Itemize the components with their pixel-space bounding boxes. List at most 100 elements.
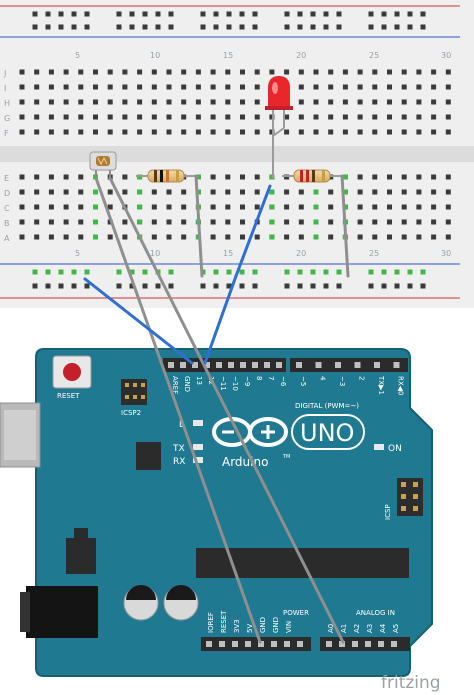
breadboard-hole [357, 174, 363, 180]
breadboard-hole [387, 69, 392, 75]
icsp-pins [401, 482, 418, 511]
breadboard-hole [107, 114, 113, 120]
breadboard-hole [107, 99, 113, 105]
connected-hole [93, 234, 98, 240]
breadboard-hole [445, 69, 451, 75]
led-on [374, 444, 384, 450]
power-pin-label: IOREF [207, 612, 215, 633]
breadboard-hole [357, 114, 363, 120]
rail-hole [310, 283, 316, 289]
led-l [193, 420, 203, 426]
breadboard-hole [210, 189, 216, 195]
digital-pin-label: ~9 [243, 376, 251, 386]
breadboard-hole [122, 219, 128, 225]
breadboard-hole [269, 69, 275, 75]
breadboard-hole [181, 129, 187, 135]
rail-hole [168, 283, 174, 289]
breadboard-hole [107, 234, 113, 240]
digital-pin-label: 8 [255, 376, 263, 380]
resistor-right [282, 169, 342, 183]
breadboard-hole [225, 84, 231, 90]
breadboard-hole [166, 69, 172, 75]
breadboard-hole [78, 174, 84, 180]
red-led [265, 76, 293, 178]
breadboard-hole [63, 204, 69, 210]
power-header [201, 637, 311, 651]
reset-button-cap[interactable] [63, 363, 81, 381]
breadboard-hole [342, 129, 348, 135]
breadboard-hole [48, 219, 54, 225]
power-pin-hole [219, 641, 225, 647]
connected-hole [342, 174, 348, 180]
breadboard-hole [431, 189, 437, 195]
breadboard-hole [445, 114, 451, 120]
digital-pin-holes [168, 362, 400, 368]
breadboard-hole [225, 114, 231, 120]
digital-pin-hole [276, 362, 282, 368]
rail-hole [297, 283, 303, 289]
breadboard-hole [431, 219, 437, 225]
breadboard-hole [107, 84, 113, 90]
breadboard-hole [210, 234, 216, 240]
row-letter-f: F [4, 129, 9, 138]
breadboard-hole [151, 204, 157, 210]
analog-label: ANALOG IN [356, 609, 395, 617]
breadboard-hole [240, 219, 245, 225]
breadboard-hole [342, 69, 348, 75]
rail-hole [142, 24, 148, 30]
breadboard-hole [387, 174, 392, 180]
voltage-regulator [66, 538, 96, 574]
rail-hole [71, 283, 77, 289]
usb-chip [136, 442, 161, 470]
connected-rail-hole [394, 269, 400, 275]
breadboard-hole [210, 84, 216, 90]
breadboard-hole [122, 174, 128, 180]
breadboard-hole [357, 84, 363, 90]
digital-pin-hole [374, 362, 380, 368]
center-channel [0, 146, 474, 162]
connected-hole [313, 234, 319, 240]
reset-label: RESET [57, 392, 80, 400]
breadboard-hole [181, 99, 187, 105]
breadboard-hole [63, 69, 69, 75]
breadboard-hole [298, 219, 304, 225]
breadboard-hole [181, 234, 187, 240]
breadboard-hole [78, 129, 84, 135]
rail-hole [58, 11, 64, 17]
breadboard-hole [137, 69, 143, 75]
breadboard-hole [107, 69, 113, 75]
breadboard-hole [328, 129, 334, 135]
breadboard-hole [166, 234, 172, 240]
rail-hole [213, 283, 219, 289]
breadboard-hole [48, 114, 54, 120]
connected-hole [269, 189, 275, 195]
breadboard-hole [387, 234, 392, 240]
breadboard-hole [48, 129, 54, 135]
breadboard-hole [254, 84, 260, 90]
breadboard-hole [48, 99, 54, 105]
breadboard-hole [63, 189, 69, 195]
breadboard-hole [93, 129, 98, 135]
rail-hole [226, 24, 232, 30]
breadboard-hole [195, 114, 201, 120]
breadboard-hole [416, 69, 422, 75]
rail-hole [284, 11, 290, 17]
breadboard-hole [240, 204, 245, 210]
breadboard-hole [48, 84, 54, 90]
rail-hole [252, 24, 258, 30]
connected-hole [342, 189, 348, 195]
column-number-20-top: 20 [296, 51, 306, 60]
column-number-15-top: 15 [223, 51, 233, 60]
breadboard-hole [357, 189, 363, 195]
rail-hole [420, 24, 426, 30]
voltage-regulator-tab [74, 528, 88, 540]
breadboard-hole [431, 69, 437, 75]
digital-pin-hole [264, 362, 270, 368]
rail-hole [71, 11, 77, 17]
breadboard-hole [78, 234, 84, 240]
icsp2-pins [125, 383, 145, 399]
breadboard-hole [78, 189, 84, 195]
breadboard-hole [19, 174, 25, 180]
rail-hole [381, 24, 387, 30]
